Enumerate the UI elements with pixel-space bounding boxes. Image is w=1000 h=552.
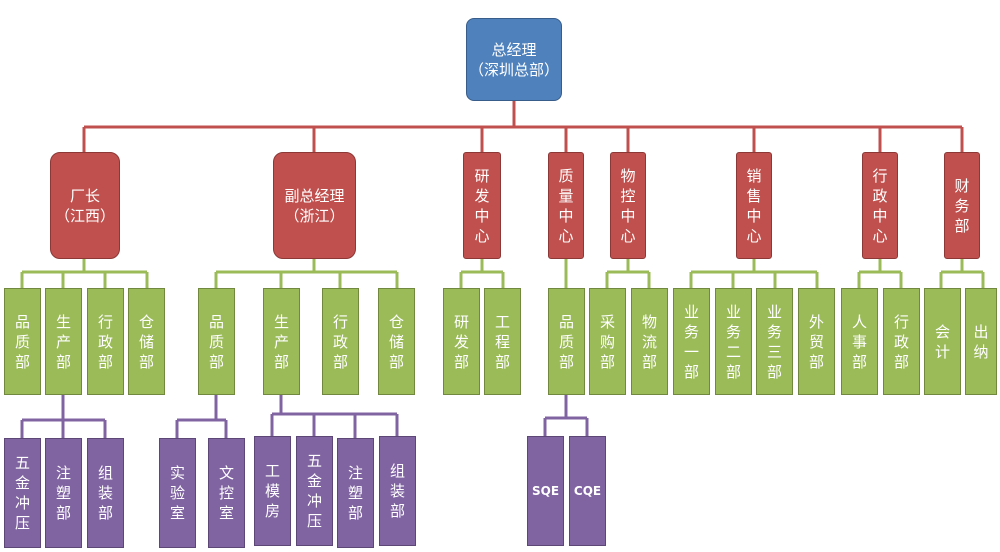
dept-label: 仓储部 (389, 312, 405, 371)
subdept-label: CQE (573, 484, 602, 498)
dept-label: 行政部 (98, 312, 114, 371)
dept-label: 人事部 (852, 312, 868, 371)
factory-director-node: 厂长 （江西） (50, 152, 120, 259)
dept-node: 业务一部 (673, 288, 710, 395)
subdept-label: 组装部 (98, 464, 114, 522)
admin-center-label: 行政中心 (872, 166, 888, 245)
subdept-node: 文控室 (208, 438, 245, 548)
dept-label: 生产部 (274, 312, 290, 371)
dept-node: 行政部 (883, 288, 920, 395)
dept-label: 采购部 (600, 312, 616, 371)
dept-label: 外贸部 (809, 312, 825, 371)
material-control-center-node: 物控中心 (610, 152, 646, 259)
dept-node: 业务三部 (756, 288, 793, 395)
subdept-node: 组装部 (379, 436, 416, 546)
dept-node: 仓储部 (128, 288, 165, 395)
factory-director-location: （江西） (54, 206, 115, 225)
dept-node: 研发部 (443, 288, 480, 395)
subdept-label: 工模房 (265, 462, 281, 520)
dept-node: 外贸部 (798, 288, 835, 395)
dept-node: 行政部 (322, 288, 359, 395)
dept-label: 业务一部 (684, 302, 700, 381)
connector-level3 (20, 395, 589, 438)
dept-node: 工程部 (484, 288, 521, 395)
dept-node: 品质部 (548, 288, 585, 395)
deputy-gm-location: （浙江） (284, 206, 345, 225)
rd-center-node: 研发中心 (463, 152, 501, 259)
dept-node: 品质部 (198, 288, 235, 395)
subdept-node: 注塑部 (45, 438, 82, 548)
finance-dept-label: 财务部 (954, 176, 970, 235)
dept-node: 生产部 (263, 288, 300, 395)
subdept-node: 五金冲压 (296, 436, 333, 546)
dept-label: 会计 (935, 322, 951, 361)
dept-label: 品质部 (209, 312, 225, 371)
admin-center-node: 行政中心 (862, 152, 898, 259)
deputy-gm-node: 副总经理 （浙江） (273, 152, 356, 259)
rd-center-label: 研发中心 (474, 166, 490, 245)
sales-center-node: 销售中心 (736, 152, 772, 259)
finance-dept-node: 财务部 (944, 152, 980, 259)
dept-label: 行政部 (333, 312, 349, 371)
subdept-node: 五金冲压 (4, 438, 41, 548)
dept-node: 采购部 (589, 288, 626, 395)
dept-label: 仓储部 (139, 312, 155, 371)
deputy-gm-title: 副总经理 (284, 186, 345, 205)
subdept-label: 五金冲压 (15, 454, 31, 532)
factory-director-title: 厂长 (69, 186, 100, 205)
subdept-label: SQE (531, 484, 560, 498)
dept-label: 生产部 (56, 312, 72, 371)
material-control-center-label: 物控中心 (620, 166, 636, 245)
subdept-node: SQE (527, 436, 564, 546)
subdept-label: 注塑部 (56, 464, 72, 522)
subdept-node: 注塑部 (337, 438, 374, 548)
subdept-node: 组装部 (87, 438, 124, 548)
dept-node: 人事部 (841, 288, 878, 395)
quality-center-node: 质量中心 (548, 152, 584, 259)
ceo-title: 总经理 (491, 40, 537, 59)
subdept-label: 组装部 (390, 462, 406, 520)
subdept-node: 工模房 (254, 436, 291, 546)
dept-node: 仓储部 (378, 288, 415, 395)
dept-node: 品质部 (4, 288, 41, 395)
subdept-label: 实验室 (170, 464, 186, 522)
connector-level2 (20, 259, 985, 288)
dept-label: 研发部 (454, 312, 470, 371)
subdept-label: 五金冲压 (307, 452, 323, 530)
quality-center-label: 质量中心 (558, 166, 574, 245)
dept-label: 出纳 (973, 322, 989, 361)
dept-label: 品质部 (15, 312, 31, 371)
dept-label: 业务二部 (726, 302, 742, 381)
dept-node: 行政部 (87, 288, 124, 395)
dept-label: 业务三部 (767, 302, 783, 381)
dept-node: 生产部 (45, 288, 82, 395)
sales-center-label: 销售中心 (746, 166, 762, 245)
connector-top (82, 101, 964, 152)
dept-node: 出纳 (965, 288, 997, 395)
dept-node: 业务二部 (715, 288, 752, 395)
ceo-node: 总经理 （深圳总部） (466, 18, 562, 101)
dept-label: 品质部 (559, 312, 575, 371)
subdept-node: CQE (569, 436, 606, 546)
ceo-location: （深圳总部） (468, 60, 559, 79)
dept-label: 物流部 (642, 312, 658, 371)
subdept-node: 实验室 (159, 438, 196, 548)
subdept-label: 注塑部 (348, 464, 364, 522)
dept-label: 行政部 (894, 312, 910, 371)
subdept-label: 文控室 (219, 464, 235, 522)
dept-label: 工程部 (495, 312, 511, 371)
dept-node: 会计 (924, 288, 961, 395)
dept-node: 物流部 (631, 288, 668, 395)
